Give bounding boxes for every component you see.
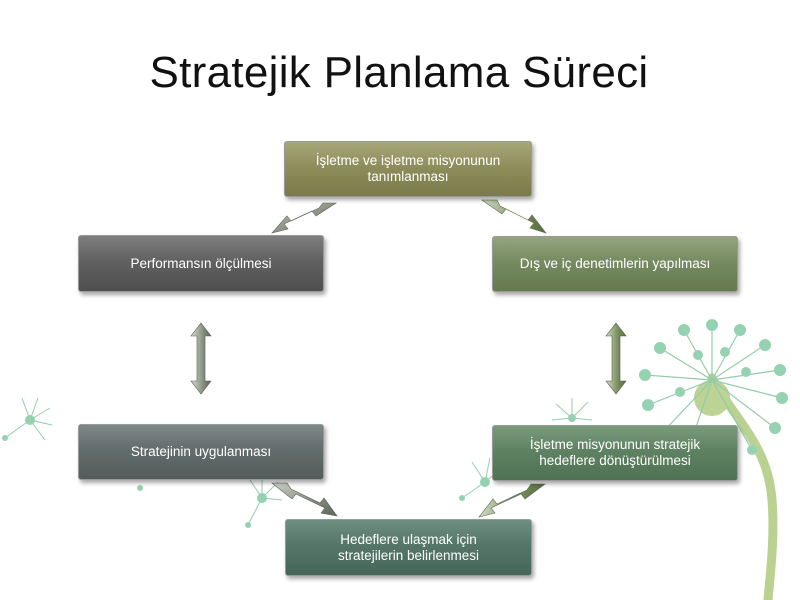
arrow-left-vertical xyxy=(190,322,212,395)
step-label: Stratejinin uygulanması xyxy=(130,444,272,459)
arrow-right-vertical xyxy=(605,322,627,395)
arrow-bottomright-to-bottom xyxy=(478,483,546,518)
arrow-bottomleft-to-bottom xyxy=(271,482,338,517)
step-audits: Dış ve iç denetimlerin yapılması xyxy=(492,236,738,292)
slide-title: Stratejik Planlama Süreci xyxy=(149,48,649,97)
step-performance-measurement: Performansın ölçülmesi xyxy=(78,235,324,292)
step-strategy-selection: Hedeflere ulaşmak için stratejilerin bel… xyxy=(285,519,532,576)
arrow-top-to-right xyxy=(481,199,547,234)
step-label-line2: tanımlanması xyxy=(367,169,449,184)
step-label: Performansın ölçülmesi xyxy=(130,255,272,271)
arrow-top-to-left xyxy=(271,202,338,234)
dandelion-illustration xyxy=(2,319,788,600)
step-label-line1: İşletme ve işletme misyonunun xyxy=(315,153,501,168)
step-label-line1: İşletme misyonunun stratejik xyxy=(529,437,701,452)
step-mission-definition: İşletme ve işletme misyonunun tanımlanma… xyxy=(284,141,532,197)
step-strategic-goals: İşletme misyonunun stratejik hedeflere d… xyxy=(492,425,738,481)
step-label-line1: Hedeflere ulaşmak için xyxy=(340,531,477,547)
step-label-line2: stratejilerin belirlenmesi xyxy=(337,547,480,563)
step-strategy-implementation: Stratejinin uygulanması xyxy=(78,424,324,480)
step-label: Dış ve iç denetimlerin yapılması xyxy=(519,256,711,271)
step-label-line2: hedeflere dönüştürülmesi xyxy=(539,453,691,468)
